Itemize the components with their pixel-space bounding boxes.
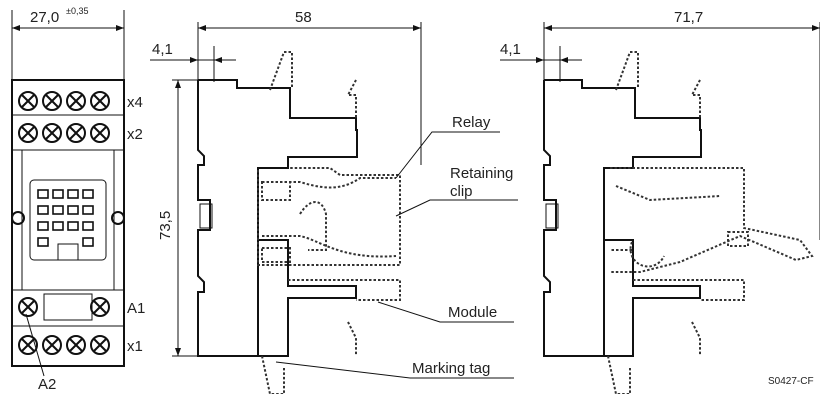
terminal-row-x2 <box>18 123 110 143</box>
callout-retaining-clip-line2: clip <box>450 183 473 200</box>
side1-socket-profile <box>197 79 358 357</box>
side2-width-label: 71,7 <box>674 9 703 26</box>
mounting-hole-left <box>11 211 25 225</box>
callout-retaining-clip-line1: Retaining <box>450 165 513 182</box>
terminal-row-a1-a2 <box>18 293 110 321</box>
drawing-code: S0427-CF <box>768 376 814 387</box>
relay-pin-slots <box>37 189 94 247</box>
side2-offset-label: 4,1 <box>500 41 521 58</box>
side1-din-clip <box>199 203 213 229</box>
side2-hidden-parts <box>607 51 814 394</box>
side-view-2: 71,7 4,1 <box>500 9 820 394</box>
side2-socket-profile <box>543 79 702 357</box>
terminal-row-x4 <box>18 91 110 111</box>
socket-body-outline <box>11 79 125 367</box>
a2-leader-line <box>25 313 45 377</box>
side1-height-label: 73,5 <box>157 211 174 240</box>
terminal-row-x1 <box>18 335 110 355</box>
callout-marking-tag: Marking tag <box>412 360 490 377</box>
terminal-label-x1: x1 <box>127 338 143 355</box>
side1-offset-label: 4,1 <box>152 41 173 58</box>
front-width-label: 27,0 <box>30 9 59 26</box>
terminal-label-a1: A1 <box>127 300 145 317</box>
retaining-clip-leader-line <box>395 199 518 217</box>
callout-module: Module <box>448 304 497 321</box>
terminal-label-x2: x2 <box>127 126 143 143</box>
side-view-1: 58 4,1 73,5 <box>150 9 518 394</box>
terminal-label-x4: x4 <box>127 94 143 111</box>
side2-din-clip <box>545 203 559 229</box>
front-width-tolerance: ±0,35 <box>66 6 88 16</box>
mounting-hole-right <box>111 211 125 225</box>
terminal-label-a2: A2 <box>38 376 56 393</box>
side1-width-label: 58 <box>295 9 312 26</box>
relay-leader-line <box>395 131 500 179</box>
side1-hidden-parts <box>257 51 401 394</box>
callout-relay: Relay <box>452 114 491 131</box>
front-view: 27,0 ±0,35 <box>11 6 145 393</box>
relay-pin-socket <box>29 179 107 261</box>
marking-tag-leader-line <box>275 361 514 379</box>
module-leader-line <box>377 301 514 323</box>
